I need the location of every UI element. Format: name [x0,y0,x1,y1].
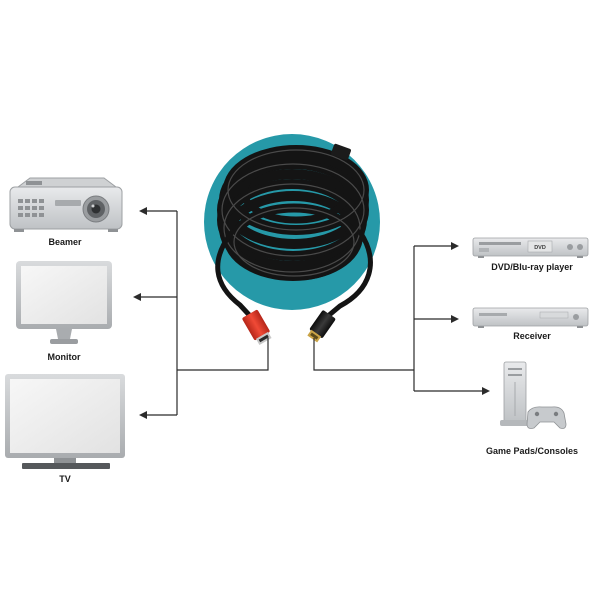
projector-icon [9,177,123,232]
hdmi-connector-red-icon [242,309,272,345]
cable-end-clip [331,143,351,161]
arrow-to-monitor [133,293,141,301]
dvd-badge-text: DVD [534,245,546,251]
receiver-icon [472,307,589,328]
label-beamer: Beamer [48,237,82,247]
label-game-consoles: Game Pads/Consoles [486,446,578,456]
monitor-icon [16,261,112,344]
game-console-icon [500,361,530,426]
cable-lead-right [325,229,373,319]
hdmi-connector-gold-icon [307,310,336,343]
arrow-to-beamer [139,207,147,215]
arrow-to-receiver [451,315,459,323]
label-receiver: Receiver [513,331,551,341]
connection-lines-left [133,207,269,419]
label-monitor: Monitor [48,352,81,362]
arrow-to-dvd [451,242,459,250]
tv-icon [5,374,125,469]
gamepad-icon [526,406,567,429]
cable-lead-left [215,229,255,321]
label-tv: TV [59,474,71,484]
cable-group [204,134,380,345]
arrow-to-console [482,387,490,395]
dvd-player-icon: DVD [472,237,589,258]
label-dvd-bluray: DVD/Blu-ray player [491,262,573,272]
connection-lines-right [313,242,490,395]
arrow-to-tv [139,411,147,419]
